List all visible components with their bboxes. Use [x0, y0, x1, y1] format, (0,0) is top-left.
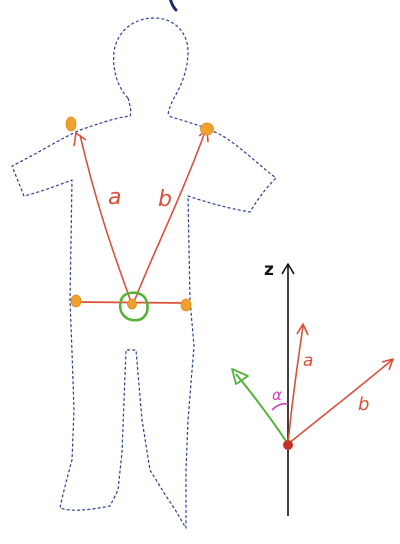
- axis-vector-a-arrowhead: [296, 323, 309, 336]
- joint-markers: [65, 116, 214, 312]
- body-label-b: b: [158, 187, 172, 212]
- human-silhouette-outline: [11, 17, 277, 529]
- angle-arc: [271, 402, 289, 411]
- body-label-a: a: [108, 185, 121, 210]
- axis-vector-b: [287, 359, 393, 445]
- z-axis-label: z: [264, 260, 274, 280]
- vector-b-line: [133, 131, 206, 303]
- green-vector: [235, 373, 289, 445]
- axis-vector-a: [287, 325, 304, 445]
- axis-vector-b-arrowhead: [381, 358, 394, 371]
- green-vector-arrowhead: [231, 368, 249, 385]
- torso-and-legs-outline: [11, 97, 277, 529]
- pelvis-center-marker: [127, 298, 137, 310]
- left-shoulder-marker: [65, 116, 77, 132]
- right-hip-marker: [180, 298, 192, 312]
- top-stroke-mark: [168, 0, 178, 12]
- pelvis-green-circle: [118, 291, 149, 322]
- axis-label-a: a: [303, 351, 313, 371]
- angle-label-alpha: α: [272, 386, 282, 404]
- right-shoulder-marker: [200, 122, 214, 136]
- origin-point: [283, 440, 293, 450]
- left-hip-marker: [70, 294, 82, 308]
- head-outline: [113, 17, 189, 117]
- z-axis-arrowhead: [281, 263, 295, 275]
- coordinate-frame: z a b α: [231, 260, 394, 516]
- vector-a-line: [79, 134, 132, 303]
- axis-label-b: b: [358, 394, 369, 415]
- vector-a-arrowhead: [73, 132, 87, 147]
